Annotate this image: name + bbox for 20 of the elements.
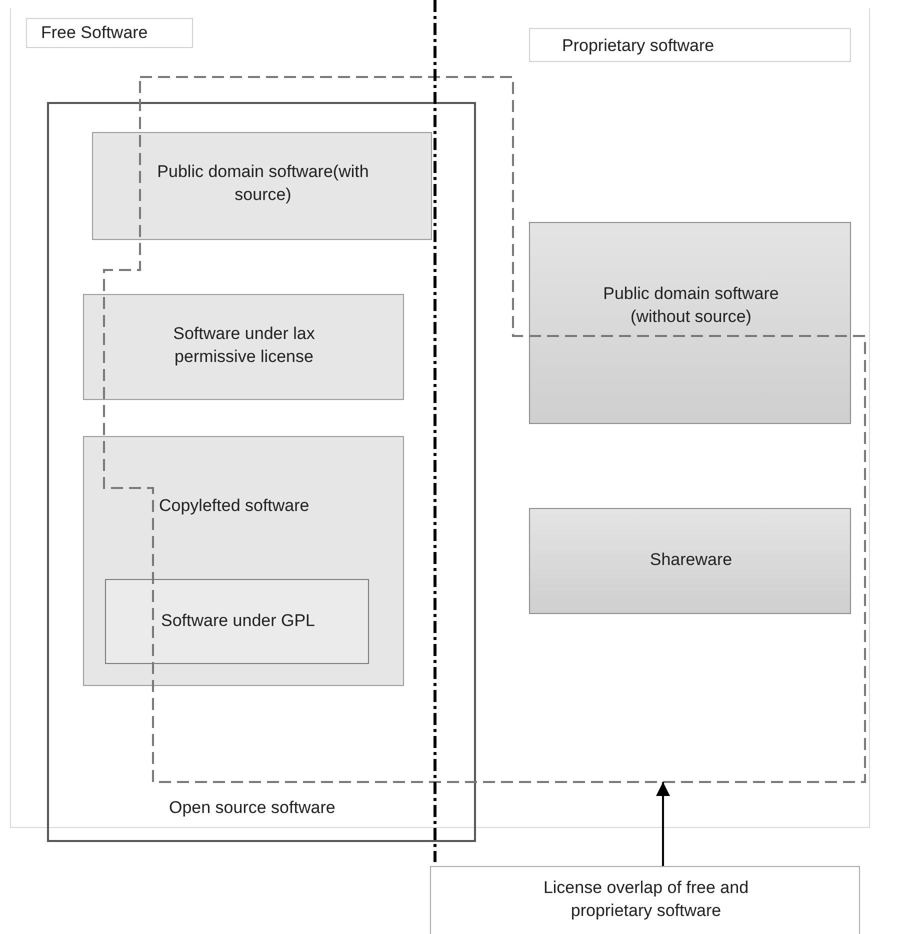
category-box: [529, 222, 851, 424]
node-label: Copylefted software: [159, 495, 310, 517]
node-label: Software under lax permissive license: [172, 323, 316, 368]
category-box: [105, 579, 369, 664]
node-label: Shareware: [648, 549, 734, 571]
node-label: Public domain software (without source): [602, 283, 780, 328]
node-label: License overlap of free and proprietary software: [542, 877, 750, 922]
category-box: [83, 294, 404, 400]
category-box: [529, 508, 851, 614]
node-label: Free Software: [41, 22, 149, 44]
node-label: Proprietary software: [562, 35, 716, 57]
category-label-box: [529, 28, 851, 62]
category-box: [83, 436, 404, 686]
category-label-box: [26, 18, 193, 48]
node-label: Public domain software(with source): [156, 161, 370, 206]
node-label: Software under GPL: [160, 610, 316, 632]
callout-box: [430, 866, 860, 934]
category-box: [92, 132, 432, 240]
node-label: Open source software: [169, 797, 336, 819]
arrow: [656, 782, 670, 866]
